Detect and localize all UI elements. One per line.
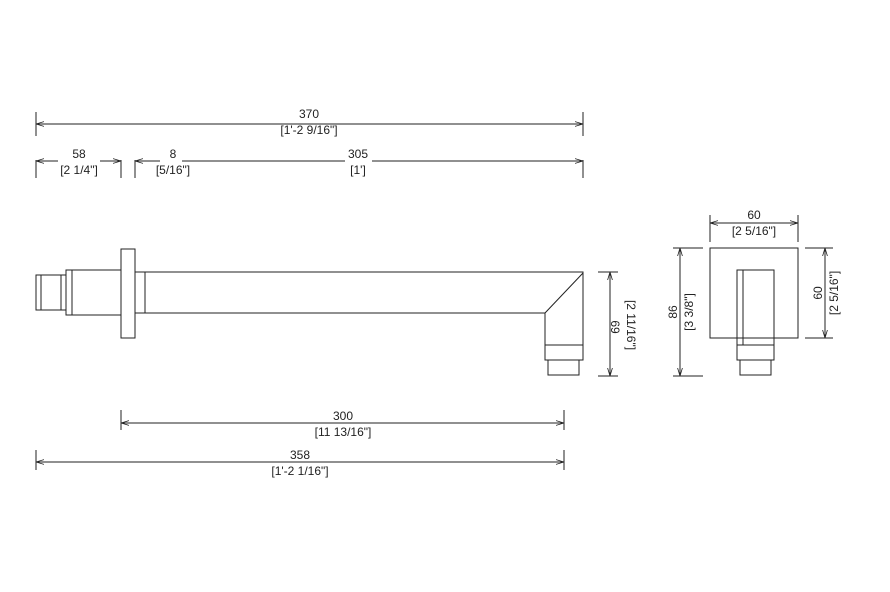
flange-width-imperial: [2 5/16"] xyxy=(732,224,776,238)
outlet-nut xyxy=(547,359,580,376)
arm-length-imperial: [1'] xyxy=(350,163,366,177)
total-projection-mm: 358 xyxy=(290,448,310,462)
dimension-total-projection xyxy=(35,450,565,470)
total-height-imperial: [3 3/8"] xyxy=(682,293,696,331)
overall-length-mm: 370 xyxy=(299,107,319,121)
dimension-flange-width xyxy=(709,215,799,242)
front-outlet-sleeve xyxy=(736,344,775,361)
base-length-mm: 58 xyxy=(72,147,86,161)
arm-elbow xyxy=(145,271,584,346)
dimension-segment-chain xyxy=(35,160,584,178)
shower-arm xyxy=(134,271,146,314)
dimension-overall-length xyxy=(35,112,584,136)
front-flange xyxy=(709,247,799,339)
outlet-height-imperial: [2 11/16"] xyxy=(624,300,638,350)
arm-length-mm: 305 xyxy=(348,147,368,161)
flange-thickness-imperial: [5/16"] xyxy=(156,163,190,177)
front-view-part xyxy=(709,247,799,376)
overall-length-imperial: [1'-2 9/16"] xyxy=(280,123,337,137)
base-length-imperial: [2 1/4"] xyxy=(60,163,98,177)
dimension-outlet-height xyxy=(598,271,618,377)
outlet-height-mm: 69 xyxy=(608,320,622,334)
total-projection-imperial: [1'-2 1/16"] xyxy=(271,464,328,478)
dimension-projection xyxy=(120,410,565,430)
wall-flange xyxy=(120,248,136,339)
flange-height-imperial: [2 5/16"] xyxy=(827,271,841,315)
flange-height-mm: 60 xyxy=(811,286,825,300)
front-outlet-nut xyxy=(739,359,772,376)
projection-mm: 300 xyxy=(333,409,353,423)
dimension-flange-height xyxy=(805,247,833,339)
side-view-part xyxy=(35,248,584,376)
projection-imperial: [11 13/16"] xyxy=(315,425,372,439)
flange-thickness-mm: 8 xyxy=(170,147,177,161)
outlet-sleeve xyxy=(544,344,584,361)
total-height-mm: 86 xyxy=(666,305,680,319)
base-body xyxy=(65,269,122,316)
dimension-total-height xyxy=(673,247,703,377)
flange-width-mm: 60 xyxy=(747,208,761,222)
